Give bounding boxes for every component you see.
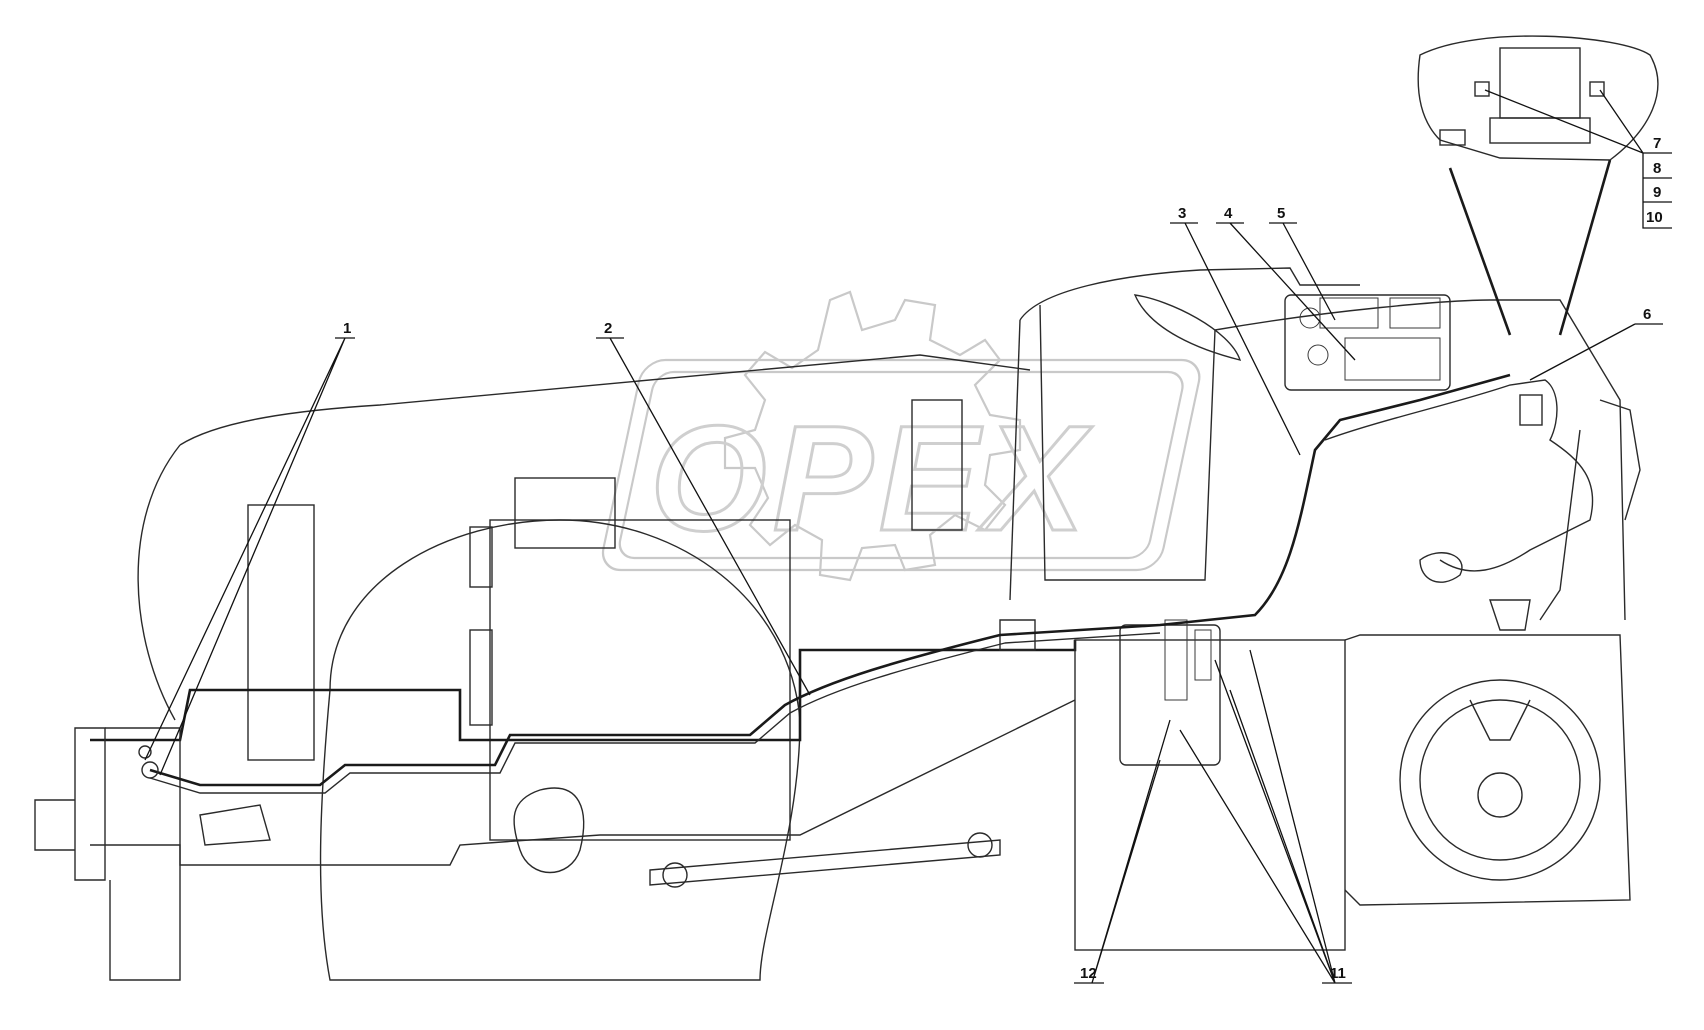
callout-12: 12 xyxy=(1080,965,1097,982)
harness-secondary xyxy=(149,632,1161,794)
cab-window xyxy=(1039,304,1216,581)
panel-dial-2 xyxy=(1307,344,1329,366)
front-connector xyxy=(141,761,159,779)
watermark-frame-inner xyxy=(618,370,1184,560)
callout-10: 10 xyxy=(1646,209,1663,226)
inset-relay-base xyxy=(1489,117,1591,144)
harness-main xyxy=(149,373,1511,787)
cab-roof xyxy=(1019,267,1360,321)
engine-top-box xyxy=(514,477,616,549)
instrument-panel xyxy=(1284,294,1543,426)
watermark: OPEX xyxy=(601,290,1201,582)
callout-6-leader xyxy=(1529,323,1663,381)
callout-1-leader xyxy=(144,337,355,776)
inset-projection-left xyxy=(1448,167,1512,336)
engine-block xyxy=(489,519,791,841)
rear-hub-notch xyxy=(1469,699,1531,741)
callout-8: 8 xyxy=(1653,160,1661,177)
front-weight xyxy=(105,727,181,981)
watermark-frame xyxy=(601,358,1201,572)
watermark-text: OPEX xyxy=(650,394,1093,562)
air-filter xyxy=(247,504,315,761)
panel-lower-block xyxy=(1344,337,1441,381)
wiring-harness xyxy=(138,373,1594,794)
inset-detail xyxy=(1417,35,1659,336)
drive-shaft xyxy=(649,839,1001,886)
transmission-housing xyxy=(1074,639,1346,951)
inset-bolt-left xyxy=(1474,81,1490,97)
cab-support xyxy=(999,619,1036,651)
watermark-gear xyxy=(723,290,1022,582)
front-wheel-arc xyxy=(137,444,181,721)
inset-outline xyxy=(1417,35,1659,161)
pump-box xyxy=(469,629,493,726)
panel-gauge-block xyxy=(1319,297,1379,329)
harness-rear-drop xyxy=(1539,429,1581,621)
callout-7-10-bracket xyxy=(1484,89,1672,229)
hood-outline xyxy=(179,354,1031,446)
inset-tab xyxy=(1439,129,1466,146)
inset-projection-right xyxy=(1558,159,1612,336)
front-axle-stub xyxy=(199,804,271,846)
fitting-b xyxy=(1194,629,1212,681)
front-connector-2 xyxy=(138,745,152,759)
rear-hub-inner xyxy=(1477,772,1523,818)
front-axle-diff xyxy=(513,787,585,874)
harness-cab-branch xyxy=(1324,379,1594,572)
tractor-outline xyxy=(34,267,1641,981)
callout-6: 6 xyxy=(1643,306,1651,323)
callout-5-leader xyxy=(1269,222,1336,321)
shaft-joint-1 xyxy=(662,862,688,888)
inset-relay-body xyxy=(1499,47,1581,119)
harness-loop xyxy=(1419,552,1463,583)
callout-11-leader xyxy=(1179,649,1352,984)
hydraulic-block xyxy=(1119,624,1221,766)
rear-axle-housing xyxy=(1344,634,1631,906)
callout-3-leader xyxy=(1170,222,1301,456)
panel-frame xyxy=(1284,294,1451,391)
callout-9: 9 xyxy=(1653,184,1661,201)
front-bumper xyxy=(34,727,106,881)
inset-bolt-right xyxy=(1589,81,1605,97)
rear-hub-outer xyxy=(1399,679,1601,881)
callout-4: 4 xyxy=(1224,205,1233,222)
panel-dial-1 xyxy=(1299,307,1321,329)
callout-4-leader xyxy=(1216,222,1356,361)
frame-rail-top xyxy=(90,640,1077,742)
callout-3: 3 xyxy=(1178,205,1186,222)
callout-5: 5 xyxy=(1277,205,1285,222)
fitting-a xyxy=(1164,619,1188,701)
rear-fender xyxy=(1214,299,1626,621)
rear-hub-mid xyxy=(1419,699,1581,861)
pump-box-2 xyxy=(469,526,493,588)
callout-1: 1 xyxy=(343,320,351,337)
relay-box xyxy=(1519,394,1543,426)
callout-2-leader xyxy=(596,337,811,696)
shaft-joint-2 xyxy=(967,832,993,858)
panel-switch-block xyxy=(1389,297,1441,329)
battery-box xyxy=(911,399,963,531)
steering-wheel xyxy=(1133,294,1242,361)
front-wheel xyxy=(319,519,801,981)
callout-7: 7 xyxy=(1653,135,1661,152)
callout-2: 2 xyxy=(604,320,612,337)
callout-12-leader xyxy=(1074,719,1171,984)
rear-mount xyxy=(1489,599,1531,631)
cab-rear-pillar xyxy=(1009,319,1021,601)
rear-fender-lower xyxy=(1599,399,1641,521)
callouts: 1 2 3 4 5 6 7 8 9 10 11 12 xyxy=(144,89,1672,984)
